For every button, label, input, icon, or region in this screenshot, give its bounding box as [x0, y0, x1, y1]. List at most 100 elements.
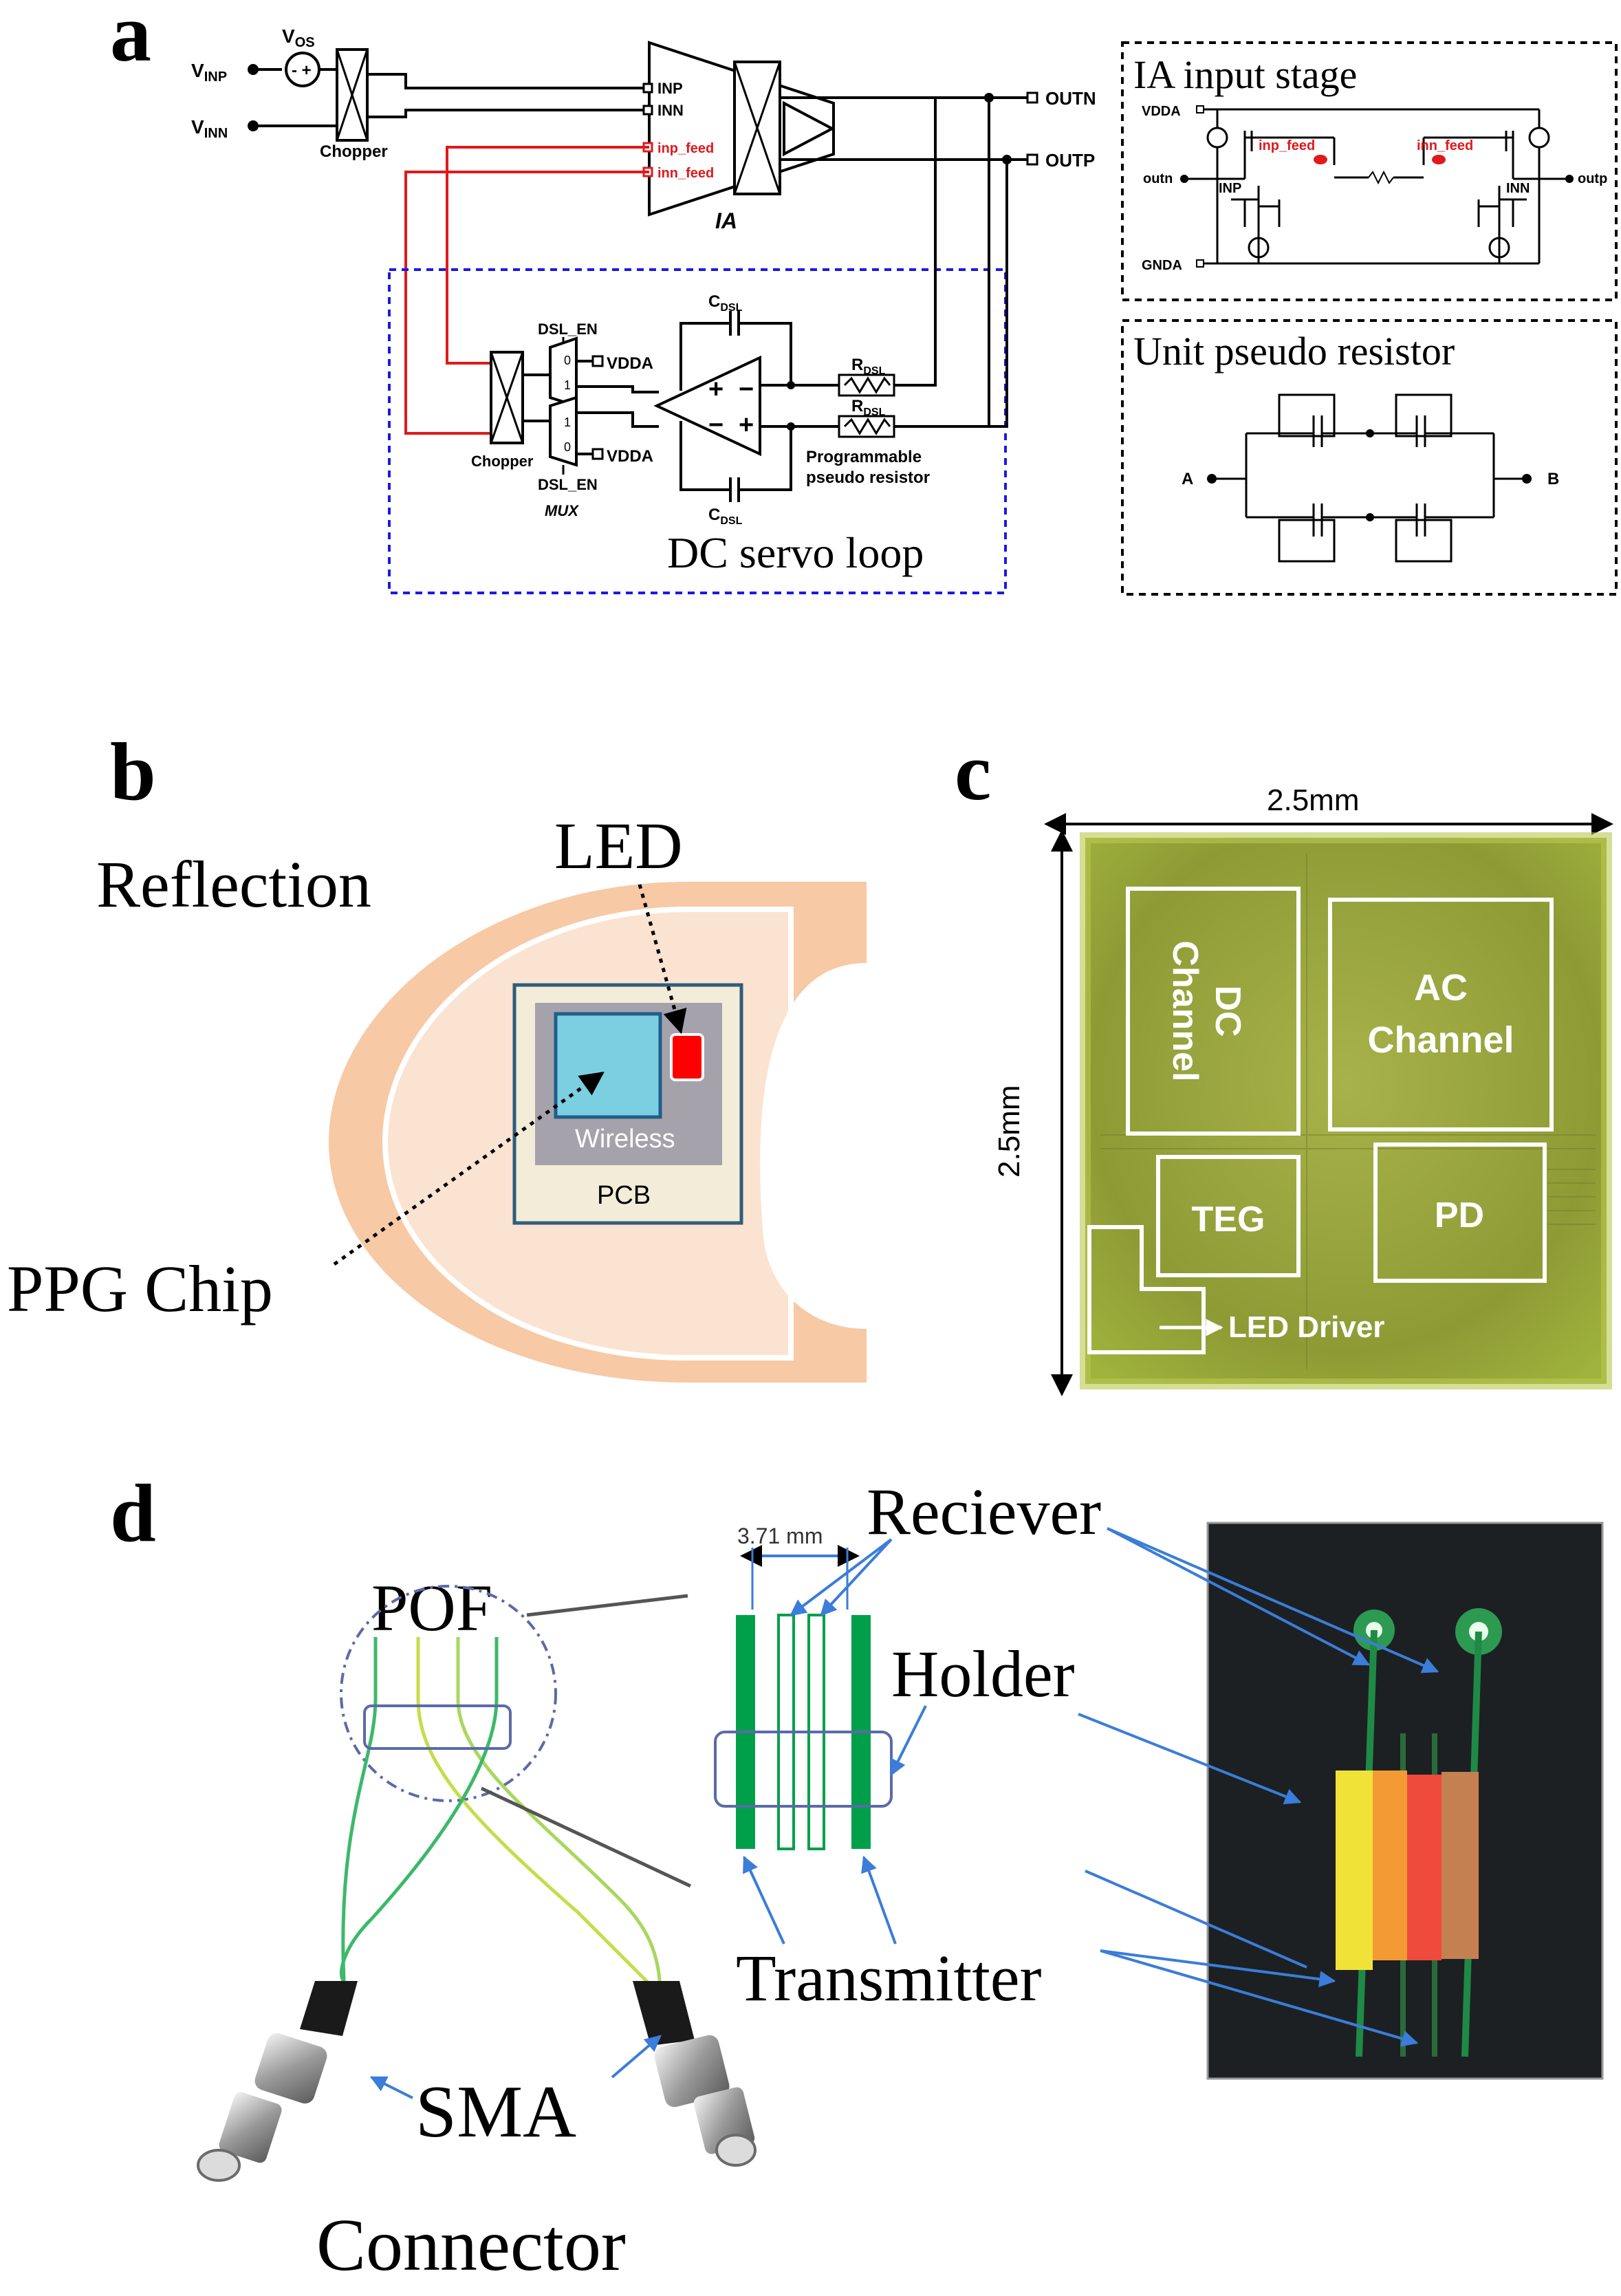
svg-text:0: 0 [564, 354, 571, 367]
inp-feed-wire [446, 146, 649, 365]
ac-channel-block [1328, 898, 1554, 1131]
vos-source: VOS - + [282, 25, 337, 87]
svg-text:−: − [739, 375, 754, 404]
chopper-bottom-label: Chopper [471, 453, 534, 470]
mux-top: 0 1 VDDA DSL_EN [523, 321, 659, 408]
svg-text:- +: - + [292, 61, 312, 80]
ppg-chip-label: PPG Chip [7, 1252, 273, 1325]
svg-text:+: + [708, 375, 724, 404]
prog-res-label-2: pseudo resistor [806, 468, 930, 487]
pof-holder-outline [363, 1704, 512, 1750]
panel-d: d POF SMA Connector 3. [110, 1467, 1604, 2286]
ia-inp-feed-pin: inp_feed [657, 141, 714, 156]
ia-inp-pin: INP [657, 80, 683, 97]
svg-text:GNDA: GNDA [1142, 258, 1182, 273]
receiver-label: Reciever [867, 1475, 1101, 1548]
ppg-chip-pointer [333, 1071, 605, 1266]
dc-servo-label: DC servo loop [667, 528, 924, 577]
sma-label: SMA [415, 2071, 576, 2153]
ppg-chip [554, 1012, 662, 1119]
chip-die-photo [1085, 838, 1607, 1384]
fiber-photo [1206, 1521, 1604, 2080]
servo-chopper: Chopper [471, 351, 534, 470]
mux-label: MUX [545, 502, 579, 519]
connector-label: Connector [316, 2205, 626, 2286]
servo-opamp: + − − + CDSL CDSL [653, 292, 795, 527]
svg-text:CDSL: CDSL [708, 292, 743, 314]
svg-text:RDSL: RDSL [851, 356, 886, 377]
svg-text:+: + [739, 411, 754, 440]
panel-a: a VINP VINN VOS - + Chopper [110, 0, 1618, 596]
svg-text:1: 1 [564, 378, 571, 392]
ia-label: IA [715, 208, 737, 233]
dc-channel-block [1126, 887, 1301, 1136]
teg-block [1156, 1155, 1301, 1277]
vdda-bottom-label: VDDA [607, 447, 653, 466]
dimension-label: 3.71 mm [737, 1524, 823, 1548]
ia-input-stage-title: IA input stage [1133, 52, 1357, 97]
outp-label: OUTP [1045, 150, 1095, 171]
vinn-label: VINN [191, 116, 228, 141]
led-emitter [670, 1033, 704, 1081]
svg-text:B: B [1547, 470, 1559, 488]
led-label: LED [554, 809, 683, 882]
svg-text:INN: INN [1506, 181, 1530, 196]
ac-channel-label-2: Channel [1367, 1019, 1514, 1061]
ia-input-stage-inset: IA input stage VDDA GNDA inp [1121, 41, 1618, 301]
inn-feed-wire [404, 171, 649, 435]
svg-text:outp: outp [1578, 171, 1607, 186]
svg-text:−: − [708, 411, 724, 440]
svg-text:outn: outn [1143, 171, 1173, 186]
dsl-en-top-label: DSL_EN [538, 321, 598, 338]
pof-zoom-circle [340, 1585, 557, 1802]
dsl-en-bottom-label: DSL_EN [538, 476, 598, 493]
svg-text:INP: INP [1219, 181, 1241, 196]
fiber-holder-zoom [714, 1614, 893, 1850]
pcb-label: PCB [597, 1181, 651, 1210]
panel-c: c 2.5mm 2.5mm DC Channel AC Channel TEG [955, 726, 1613, 1396]
unit-pseudo-resistor-title: Unit pseudo resistor [1133, 329, 1455, 373]
pd-block [1373, 1142, 1547, 1283]
svg-text:A: A [1182, 470, 1193, 488]
reflection-label: Reflection [96, 847, 371, 921]
svg-text:inn_feed: inn_feed [1417, 138, 1473, 153]
ia-inn-pin: INN [657, 102, 684, 119]
dc-channel-label-1: DC [1208, 985, 1248, 1037]
panel-label-a: a [110, 0, 151, 78]
led-driver-block [1087, 1225, 1206, 1354]
sma-connector-left [197, 1981, 358, 2182]
chopper-top-label: Chopper [320, 142, 388, 161]
wireless-label: Wireless [575, 1125, 675, 1154]
led-driver-label: LED Driver [1228, 1310, 1384, 1344]
panel-label-d: d [110, 1467, 156, 1559]
panel-label-b: b [110, 726, 156, 817]
ia-amplifier: INP INN inp_feed inn_feed IA [642, 41, 836, 233]
prog-res-label-1: Programmable [806, 448, 922, 466]
fingernail [760, 963, 867, 1329]
svg-text:inp_feed: inp_feed [1259, 138, 1315, 153]
vdda-top-label: VDDA [607, 354, 653, 373]
vinn-input: VINN [191, 116, 337, 141]
vinp-label: VINP [191, 60, 227, 85]
svg-text:0: 0 [564, 440, 571, 454]
panel-label-c: c [955, 726, 991, 817]
sma-connector-right [633, 1981, 757, 2167]
transmitter-label: Transmitter [736, 1941, 1042, 2015]
unit-pseudo-resistor-inset: Unit pseudo resistor A B [1121, 319, 1618, 596]
led-pointer [638, 884, 687, 1035]
holder-label: Holder [891, 1637, 1075, 1711]
ia-inn-feed-pin: inn_feed [657, 166, 714, 181]
pof-label: POF [371, 1571, 492, 1645]
input-chopper: Chopper [320, 48, 388, 161]
rdsl-resistors: RDSL RDSL Programmable pseudo resistor [791, 98, 1008, 487]
svg-text:VDDA: VDDA [1142, 104, 1181, 119]
outn-label: OUTN [1045, 88, 1096, 109]
die-width-label: 2.5mm [1267, 783, 1359, 817]
teg-label: TEG [1192, 1200, 1265, 1239]
svg-text:1: 1 [564, 415, 571, 429]
ac-channel-label-1: AC [1414, 967, 1468, 1008]
vos-label: VOS [282, 25, 315, 50]
vinp-input: VINP [191, 60, 282, 85]
die-height-label: 2.5mm [992, 1085, 1026, 1178]
